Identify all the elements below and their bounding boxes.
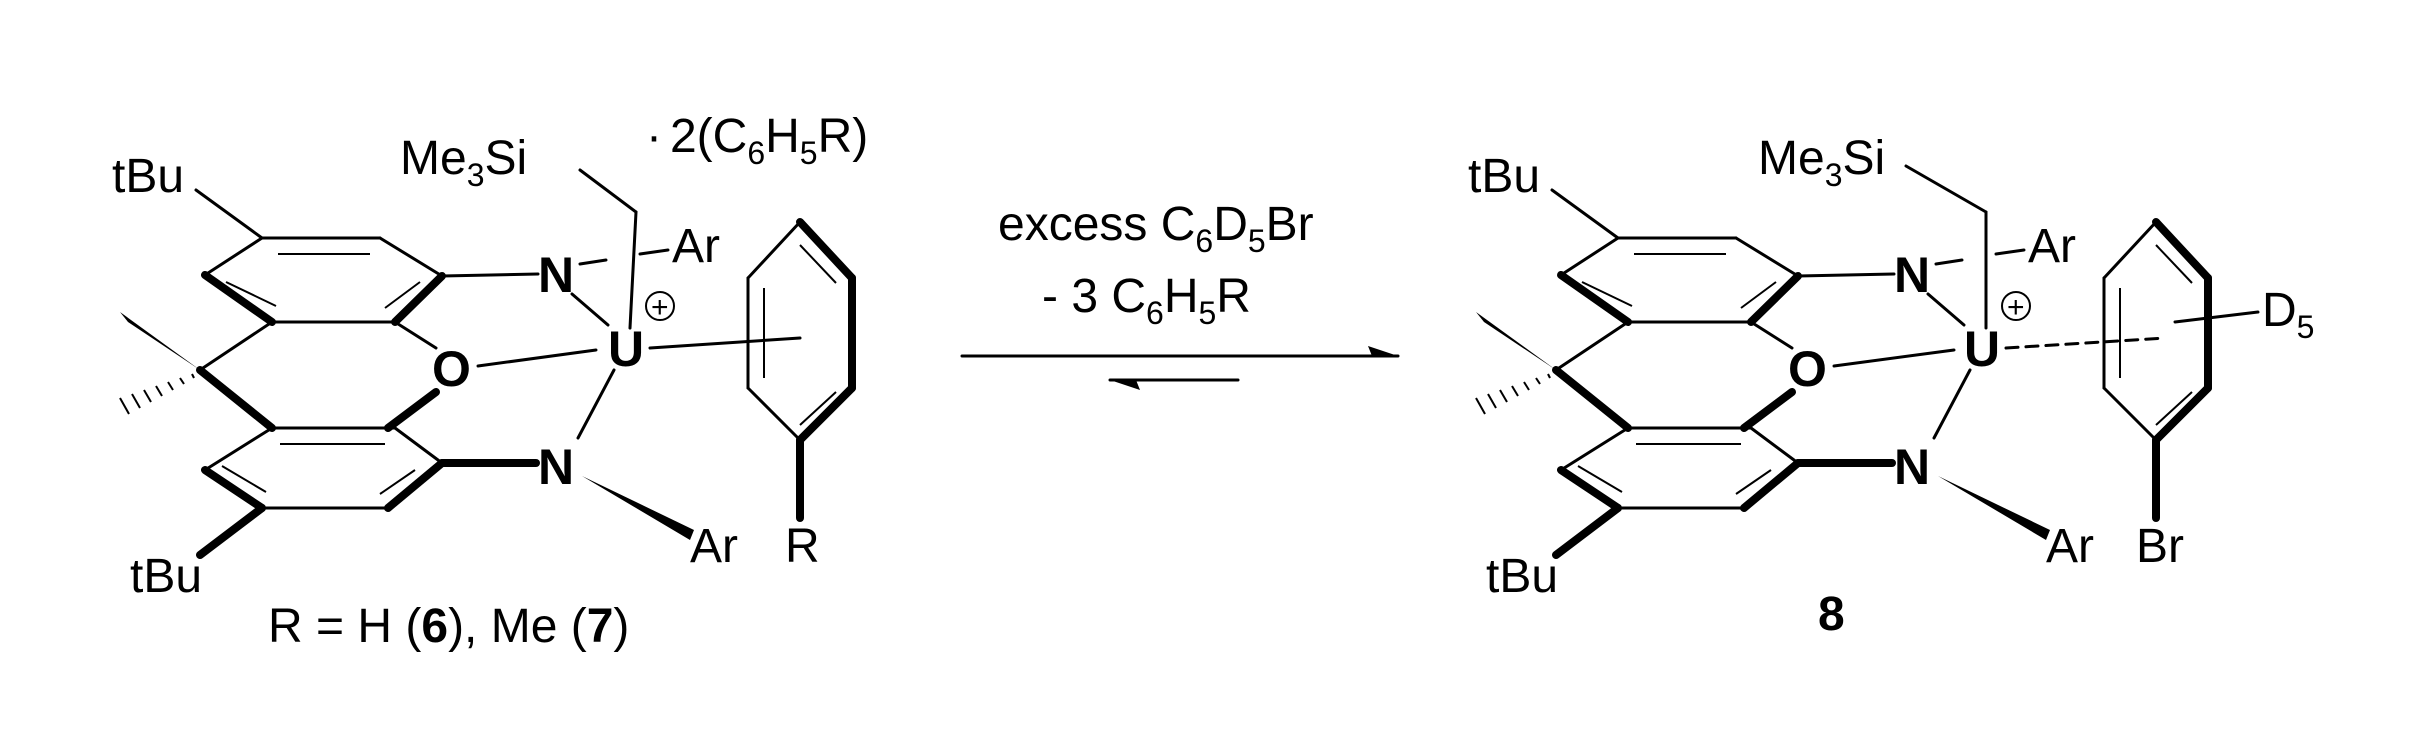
- reagent-label: excess C6D5Br: [998, 198, 1314, 259]
- product-tbu-bottom-label: tBu: [1486, 550, 1558, 603]
- product-charge-plus: +: [2007, 291, 2025, 324]
- me3si-label: Me3Si: [400, 132, 527, 193]
- product-me3si-label: Me3Si: [1758, 132, 1885, 193]
- product-tbu-top-label: tBu: [1468, 150, 1540, 203]
- lower-aryl-ring: [201, 426, 446, 512]
- nitrogen-bottom: N: [538, 439, 574, 495]
- ar-top-label: Ar: [672, 220, 720, 273]
- reactant-structure: tBu tBu Me3Si N N O U + Ar Ar R ·2(C6H5R…: [112, 110, 868, 653]
- reactant-caption: R = H (6), Me (7): [268, 600, 629, 653]
- upper-aryl-ring: [201, 236, 446, 326]
- solvent-arene-ring: [746, 218, 856, 444]
- product-structure: tBu tBu Me3Si N N O U + Ar Ar D5 Br 8: [1468, 132, 2314, 641]
- product-ar-bottom-label: Ar: [2046, 520, 2094, 573]
- product-uranium: U: [1964, 321, 2000, 377]
- r-substituent-label: R: [785, 520, 820, 573]
- tbu-bottom-label: tBu: [130, 550, 202, 603]
- product-upper-aryl-ring: [1557, 236, 1802, 326]
- product-cation-charge-icon: [2001, 291, 2031, 321]
- byproduct-label: - 3 C6H5R: [1042, 270, 1251, 331]
- product-oxygen: O: [1788, 341, 1827, 397]
- nitrogen-top: N: [538, 247, 574, 303]
- compound-number: 8: [1818, 588, 1845, 641]
- product-hashed-methyl: [1475, 373, 1551, 415]
- charge-plus: +: [651, 291, 669, 324]
- product-nitrogen-bottom: N: [1894, 439, 1930, 495]
- bromobenzene-ring: [2102, 218, 2212, 444]
- product-lower-aryl-ring: [1557, 426, 1802, 512]
- cation-charge-icon: [645, 291, 675, 321]
- tbu-top-label: tBu: [112, 150, 184, 203]
- hashed-methyl: [119, 373, 195, 415]
- deuterium-label: D5: [2262, 284, 2314, 345]
- oxygen: O: [432, 341, 471, 397]
- equilibrium-arrows: excess C6D5Br - 3 C6H5R: [960, 198, 1400, 390]
- uranium: U: [608, 321, 644, 377]
- solvate-label: ·2(C6H5R): [646, 110, 868, 171]
- bromine-label: Br: [2136, 520, 2184, 573]
- product-ar-top-label: Ar: [2028, 220, 2076, 273]
- product-nitrogen-top: N: [1894, 247, 1930, 303]
- ar-bottom-label: Ar: [690, 520, 738, 573]
